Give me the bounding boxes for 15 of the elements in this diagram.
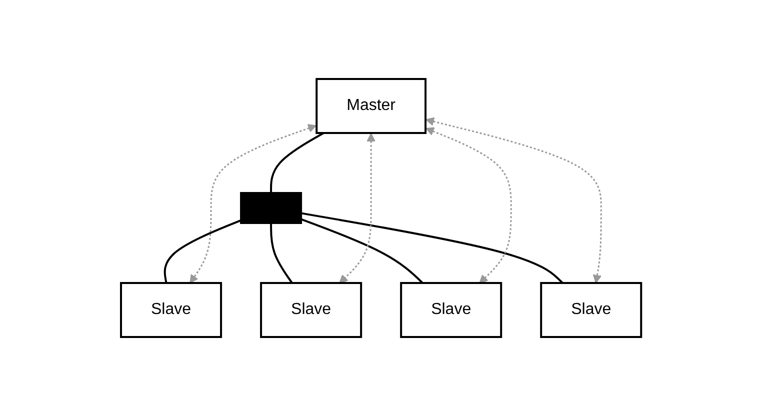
arrow bbox=[340, 133, 376, 284]
connector bbox=[301, 218, 424, 284]
node-bar bbox=[240, 192, 302, 224]
arrow bbox=[426, 117, 602, 284]
arrow bbox=[190, 124, 318, 284]
connector bbox=[270, 223, 294, 284]
node-box: Slave bbox=[540, 282, 643, 338]
node-box: Slave bbox=[120, 282, 222, 338]
node-box: Master bbox=[316, 78, 427, 134]
arrow bbox=[426, 127, 512, 284]
connector bbox=[301, 212, 564, 284]
node-box: Slave bbox=[260, 282, 362, 338]
node-box: Slave bbox=[400, 282, 503, 338]
connector bbox=[164, 219, 242, 284]
connector bbox=[270, 132, 325, 193]
